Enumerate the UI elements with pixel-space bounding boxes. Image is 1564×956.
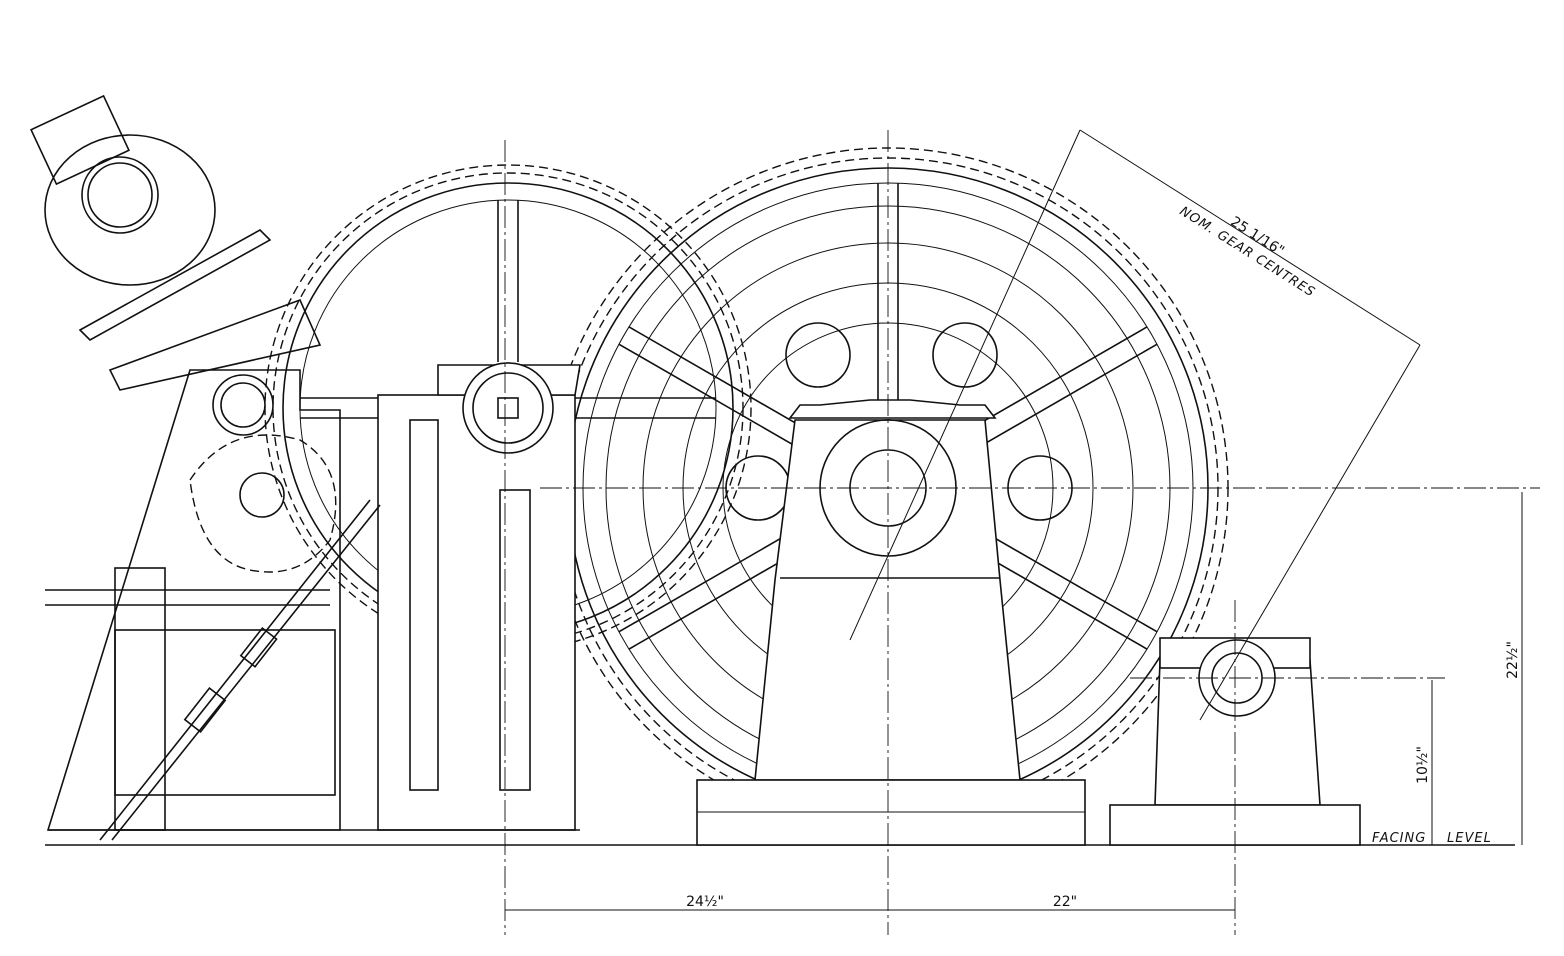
- level-label: LEVEL: [1447, 831, 1492, 846]
- spoke: [618, 343, 823, 463]
- dimension-horizontal: 24½" 22": [505, 894, 1235, 911]
- pinion-shaft-height: 10½": [1415, 746, 1431, 784]
- facing-label: FACING: [1372, 831, 1426, 846]
- pinion-pedestal: [1109, 637, 1361, 846]
- dimension-vertical: 22½" 10½": [1415, 492, 1523, 845]
- motor: [30, 94, 322, 391]
- left-frame: [45, 362, 581, 831]
- main-pedestal: [696, 399, 1086, 846]
- centre-lines: [504, 129, 1540, 935]
- tension-rod: [99, 499, 381, 841]
- lightening-hole: [785, 322, 851, 388]
- lightening-hole: [932, 322, 998, 388]
- dimension-gear-centres: 25 1/16" NOM. GEAR CENTRES: [1079, 129, 1421, 346]
- horiz-left-dimension: 24½": [686, 894, 724, 910]
- gear-centres-label: NOM. GEAR CENTRES: [1177, 204, 1318, 301]
- horiz-right-dimension: 22": [1053, 894, 1077, 910]
- pinion-gear: [212, 374, 274, 436]
- main-shaft-height: 22½": [1505, 641, 1521, 679]
